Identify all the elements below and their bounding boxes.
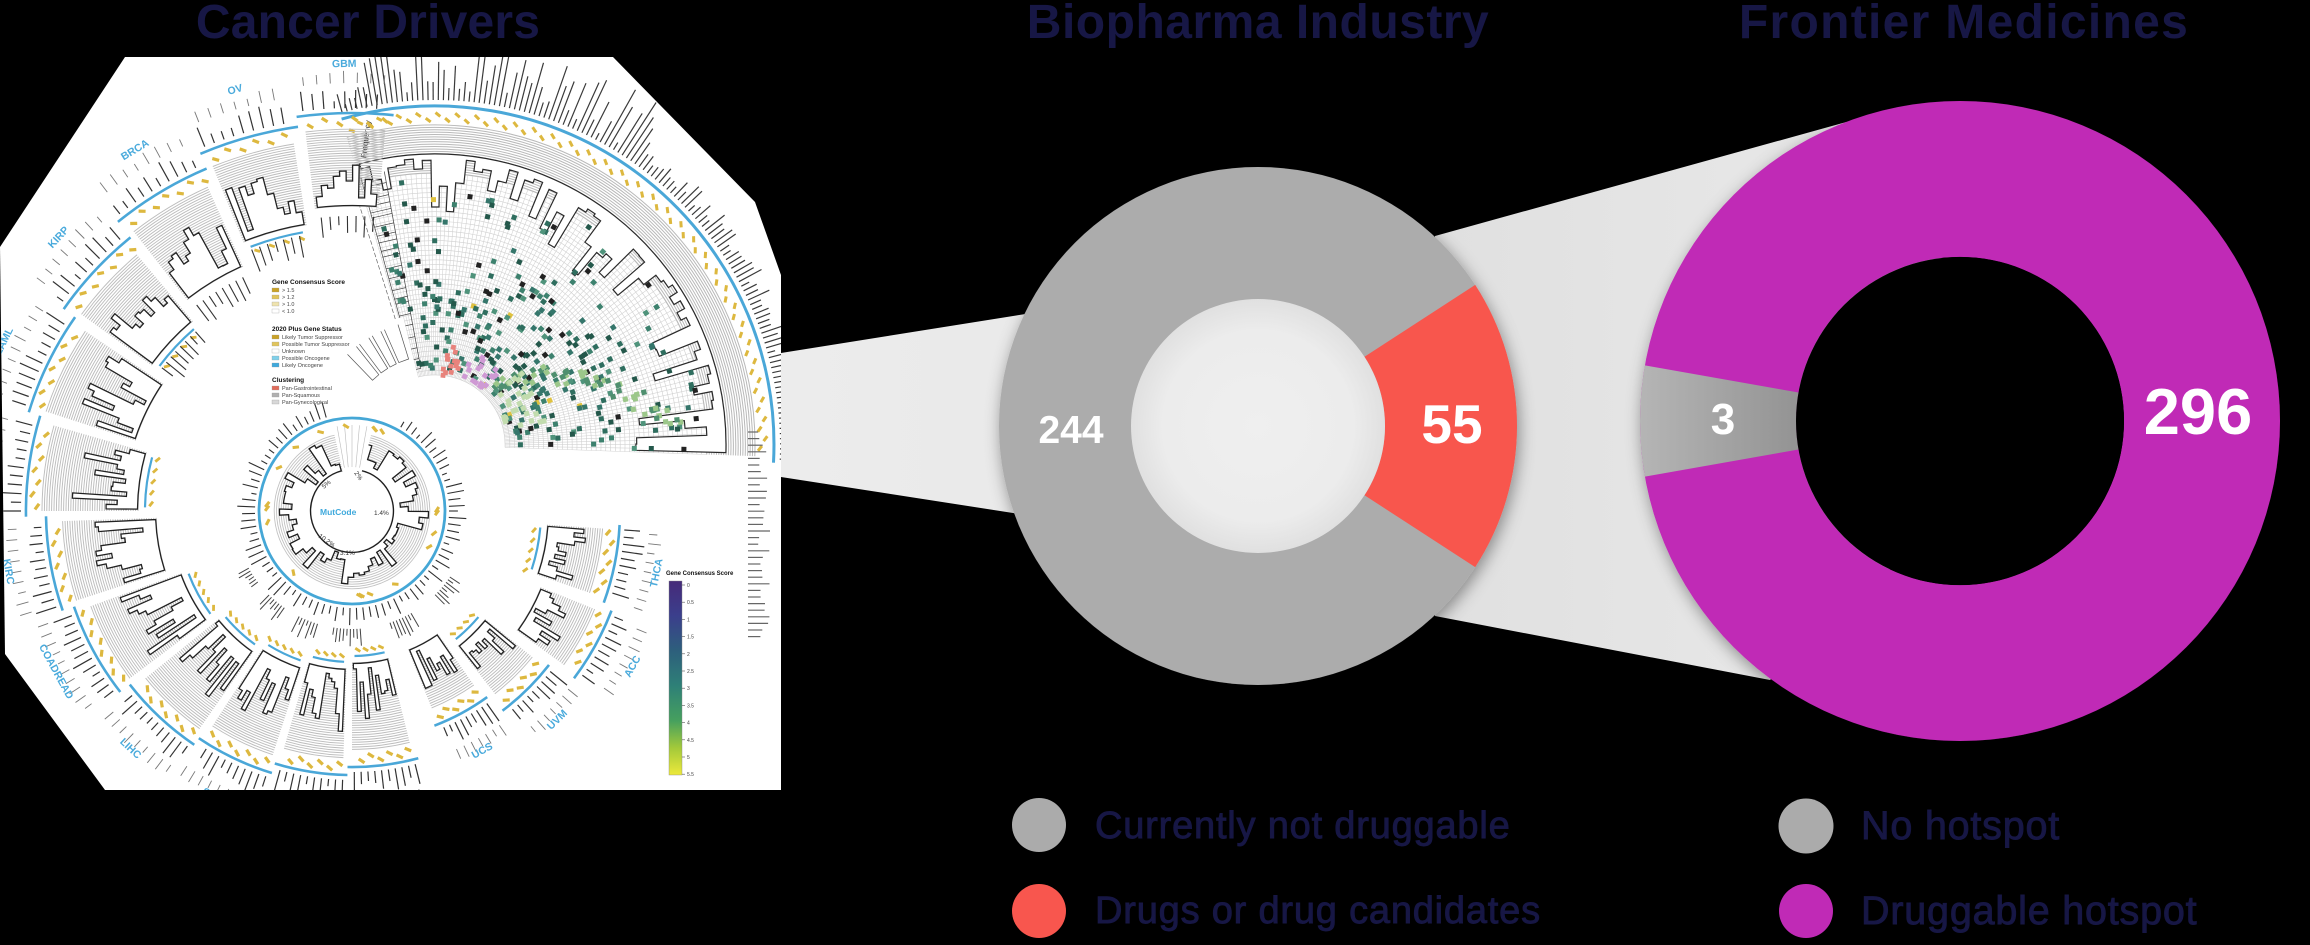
svg-text:5.5: 5.5: [687, 772, 694, 778]
svg-text:3: 3: [687, 686, 690, 692]
svg-text:Druggable hotspot: Druggable hotspot: [1861, 889, 2197, 933]
svg-text:Pan-Squamous: Pan-Squamous: [282, 393, 320, 399]
svg-text:2020 Plus Gene Status: 2020 Plus Gene Status: [272, 326, 342, 333]
svg-text:244: 244: [1038, 409, 1103, 452]
svg-text:Currently not druggable: Currently not druggable: [1095, 805, 1511, 847]
svg-text:3.5: 3.5: [687, 703, 694, 709]
svg-text:Pan-Gynecological: Pan-Gynecological: [282, 400, 328, 406]
svg-text:Gene Consensus Score: Gene Consensus Score: [272, 279, 345, 286]
svg-text:Possible Oncogene: Possible Oncogene: [282, 356, 330, 362]
svg-text:> 1.5: > 1.5: [282, 288, 294, 294]
svg-text:4: 4: [687, 721, 690, 727]
svg-text:55: 55: [1421, 393, 1482, 455]
svg-text:Likely Oncogene: Likely Oncogene: [282, 363, 323, 369]
svg-text:> 1.2: > 1.2: [282, 295, 294, 301]
svg-text:Pan-Gastrointestinal: Pan-Gastrointestinal: [282, 386, 332, 392]
svg-text:Drugs or drug candidates: Drugs or drug candidates: [1095, 890, 1541, 932]
svg-text:1.4%: 1.4%: [374, 510, 389, 517]
svg-text:> 1.0: > 1.0: [282, 302, 294, 308]
svg-text:KIRC: KIRC: [0, 558, 16, 586]
svg-text:1: 1: [687, 617, 690, 623]
svg-text:Biopharma Industry: Biopharma Industry: [1027, 0, 1489, 49]
svg-text:Gene Consensus Score: Gene Consensus Score: [666, 571, 734, 577]
svg-text:1.5: 1.5: [687, 635, 694, 641]
svg-text:296: 296: [2144, 375, 2252, 448]
svg-text:2%: 2%: [352, 470, 363, 482]
svg-text:No hotspot: No hotspot: [1861, 804, 2060, 848]
svg-text:Likely Tumor Suppressor: Likely Tumor Suppressor: [282, 335, 343, 341]
svg-text:Clustering: Clustering: [272, 377, 304, 384]
svg-text:Frontier Medicines: Frontier Medicines: [1739, 0, 2189, 49]
svg-text:4.5: 4.5: [687, 738, 694, 744]
svg-text:THCA: THCA: [648, 557, 666, 588]
svg-text:GBM: GBM: [332, 58, 357, 70]
svg-text:2.5: 2.5: [687, 669, 694, 675]
svg-text:2: 2: [687, 652, 690, 658]
svg-text:5: 5: [687, 755, 690, 761]
svg-text:OV: OV: [226, 82, 244, 98]
svg-text:5%: 5%: [321, 479, 333, 491]
svg-text:< 1.0: < 1.0: [282, 309, 294, 315]
svg-text:0.5: 0.5: [687, 600, 694, 606]
svg-text:MutCode: MutCode: [320, 507, 357, 517]
svg-text:3.1%: 3.1%: [340, 550, 355, 557]
svg-text:3: 3: [1711, 395, 1735, 444]
svg-text:Unknown: Unknown: [282, 349, 305, 355]
svg-text:0: 0: [687, 583, 690, 589]
svg-text:Cancer Drivers: Cancer Drivers: [196, 0, 540, 49]
svg-text:Possible Tumor Suppressor: Possible Tumor Suppressor: [282, 342, 350, 348]
